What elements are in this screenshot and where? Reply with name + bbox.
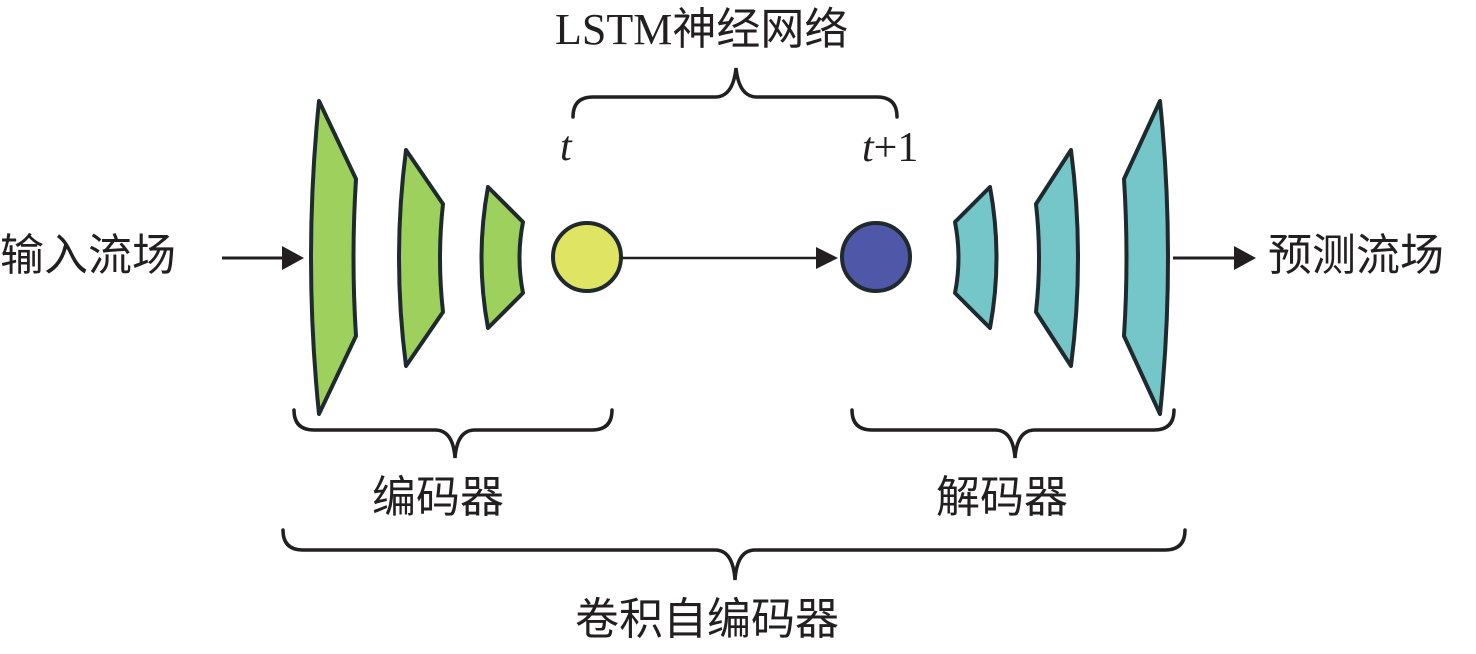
time-label-t: t [560, 124, 572, 170]
input-arrowhead-icon [282, 246, 304, 270]
decoder-label: 解码器 [936, 472, 1068, 523]
encoder-layer-2 [397, 148, 445, 368]
decoder-layer-2 [1034, 148, 1080, 368]
encoder-layers [309, 99, 525, 416]
output-label: 预测流场 [1268, 230, 1444, 281]
lstm-brace [571, 67, 899, 119]
input-label: 输入流场 [0, 230, 176, 281]
decoder-layers [953, 99, 1170, 416]
time-label-plus-one: +1 [873, 125, 919, 171]
encoder-brace [292, 408, 614, 459]
output-arrowhead-icon [1234, 246, 1256, 270]
decoder-layer-1 [953, 185, 999, 330]
lstm-arrowhead-icon [816, 247, 838, 269]
latent-node-t-plus-1 [840, 221, 912, 293]
encoder-layer-1 [309, 99, 358, 416]
autoencoder-brace [281, 528, 1187, 581]
encoder-layer-3 [479, 185, 525, 330]
encoder-label: 编码器 [372, 472, 504, 523]
time-label-t-var: t [862, 125, 874, 171]
time-label-t-plus-1: t+1 [862, 126, 918, 169]
decoder-layer-3 [1122, 99, 1170, 416]
decoder-brace [850, 408, 1176, 459]
autoencoder-label: 卷积自编码器 [575, 594, 839, 645]
lstm-title: LSTM神经网络 [555, 5, 849, 54]
latent-node-t [551, 221, 623, 293]
